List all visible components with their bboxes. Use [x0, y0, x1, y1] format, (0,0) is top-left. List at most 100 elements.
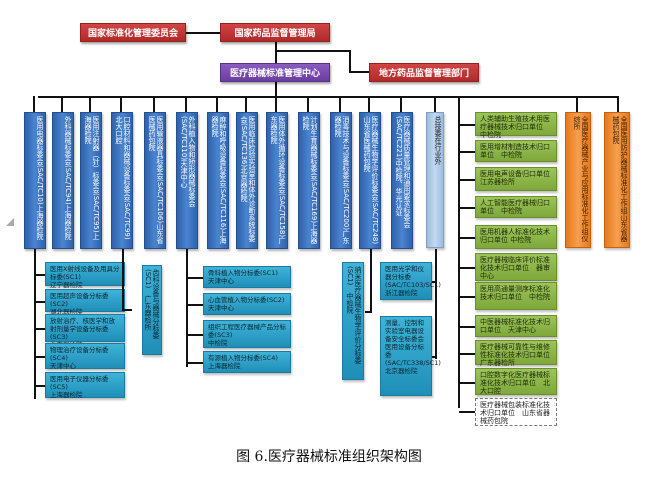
- connector: [459, 207, 475, 209]
- committee-name: 外科器械标委会(SAC/TC94): [64, 116, 72, 205]
- connector: [33, 96, 35, 112]
- subcommittee: 有源植入物分标委(SC4) 上海器检院: [203, 351, 291, 373]
- subcommittee: 医用X射线设备及用具分标委(SC1) 辽宁器检院: [45, 262, 125, 289]
- committee-box: 外科植入物和矫形器械标委会(SAC/TC110)天津中心: [176, 112, 198, 249]
- committee-box: 医疗器械质量管理和通用要求标委会(SAC/TC221)中检院、华光认证: [391, 112, 413, 249]
- committee-org: 上海器检院: [302, 116, 318, 245]
- connector: [185, 96, 187, 112]
- connector: [34, 356, 45, 358]
- subcommittee: 物理治疗设备分标委(SC4) 天津中心: [45, 343, 125, 370]
- connector: [186, 334, 203, 336]
- connector: [34, 385, 45, 387]
- connector: [576, 96, 578, 112]
- connector: [339, 96, 341, 112]
- subcommittee: 心血管植入物分标委(SC2) 天津中心: [203, 293, 291, 315]
- connector: [459, 411, 475, 413]
- connector: [368, 96, 370, 112]
- committee-name: 外科植入物和矫形器械标委会(SAC/TC110): [180, 116, 196, 207]
- committee-org: 上海器检院: [211, 116, 227, 245]
- connector: [34, 300, 45, 303]
- tech-unit: 医用增材制造技术归口单位 中检院: [475, 140, 557, 162]
- connector: [122, 309, 132, 311]
- connector: [120, 96, 122, 112]
- committee-org: 山东省医械药包院: [363, 116, 371, 172]
- committee-org: 上海器检院: [36, 204, 44, 240]
- committee-name: 医疗器械质量管理和通用要求标委会(SAC/TC221): [395, 116, 411, 228]
- connector: [370, 249, 372, 311]
- working-group-name: 全国医用防护器械标准化工作组: [620, 116, 628, 214]
- subcommittee: 测量、控制和实验室电器设备安全标委会医用设备分标委(SAC/TC338/SC1)…: [380, 316, 441, 396]
- committee-box: 消毒技术与设备标委会(SAC/TC200)广东器检院: [330, 112, 352, 249]
- connector: [216, 96, 218, 112]
- tech-unit: 口腔数字化医疗器械标准化技术归口单位 北大口腔: [475, 368, 557, 395]
- connector: [61, 96, 63, 112]
- committee-box: 外科器械标委会(SAC/TC94)上海器检院: [52, 112, 74, 249]
- committee-org: 天津中心: [180, 160, 188, 189]
- connector: [459, 296, 475, 298]
- scroll-left-arrow-icon[interactable]: [6, 218, 14, 226]
- connector: [459, 237, 475, 239]
- connector: [459, 124, 475, 126]
- connector: [186, 257, 188, 367]
- committee-box: 医用输液器具标委会(SAC/TC106)山东省医械药包院: [144, 112, 166, 249]
- working-group-org: 仪综所: [573, 116, 589, 242]
- connector: [186, 304, 203, 306]
- connector: [432, 356, 436, 358]
- connector: [153, 96, 155, 112]
- committee-org: 广东器检院: [270, 116, 286, 245]
- connector: [276, 50, 351, 52]
- connector: [275, 82, 277, 96]
- connector: [349, 71, 369, 73]
- tech-unit: 医用机器人标准化技术归口单位 中检院: [475, 225, 557, 249]
- connector: [349, 50, 351, 72]
- subcommittee: 放射治疗、核医学和放射剂量学设备分标委(SC3) 北京器检院: [45, 314, 125, 349]
- center-label: 医疗器械标准管理中心: [229, 69, 320, 79]
- committee-org: 上海器检院: [64, 204, 72, 240]
- committee-name: 麻醉和呼吸设备标委会(SAC/TC116): [219, 116, 227, 231]
- committee-box: 口腔材料和器械设备标委会(SAC/TC99)北大口腔: [111, 112, 133, 249]
- tech-unit: 医疗器械临床评价标准化技术归口单位 器审中心: [475, 253, 557, 281]
- working-group-1: 全国医用防护器械标准化工作组山东省器械药包院: [604, 112, 630, 248]
- committee-org: 上海器检院: [84, 116, 100, 240]
- connector: [186, 277, 203, 279]
- nmpa-label: 国家药品监督管理局: [234, 29, 316, 39]
- committee-org: 北京器检院: [240, 167, 248, 203]
- connector: [275, 96, 277, 112]
- subcommittee: 医用超声设备分标委(SC2) 湖北器检院: [45, 289, 125, 316]
- connector: [459, 151, 475, 153]
- connector: [186, 362, 203, 364]
- subcommittee: 纳米医疗器械生物学评价分标委(SC1) 中检院: [342, 262, 364, 380]
- connector: [186, 32, 220, 34]
- connector: [459, 267, 475, 269]
- tech-unit: 医疗器械可靠性与维修性标准化技术归口单位 广东器检所: [475, 340, 557, 367]
- committee-box: 医疗器械生物学评价标委会(SAC/TC248)山东省医械药包院: [359, 112, 381, 249]
- center-box: 医疗器械标准管理中心: [220, 63, 330, 82]
- committee-org: 中检院、华光认证: [395, 160, 403, 217]
- subcommittee: 齿科设备与器械分标委(SC1) 广东器检所: [142, 265, 162, 355]
- connector: [275, 42, 277, 64]
- committee-name: 口腔材料和器械设备标委会(SAC/TC99): [123, 116, 131, 240]
- committee-box: 医用电器标委会(SAC/TC10)上海器检院: [24, 112, 46, 249]
- connector: [459, 179, 475, 181]
- subcommittee: 组织工程医疗器械产品分标委(SC3) 中检院: [203, 320, 291, 348]
- connector: [245, 96, 247, 112]
- connector: [400, 96, 402, 112]
- committee-name: 医疗器械生物学评价标委会(SAC/TC248): [371, 116, 379, 245]
- committee-box: 计划生育器械标委会(SAC/TC169)上海器检院: [298, 112, 320, 249]
- working-group-org: 山东省器械药包院: [612, 116, 628, 242]
- connector: [122, 249, 124, 309]
- committee-name: 医用临床检验实验室和体外诊断系统标委会(SAC/TC136): [240, 116, 256, 242]
- connector: [458, 96, 460, 408]
- connector: [34, 249, 36, 257]
- connector: [38, 96, 618, 98]
- connector: [432, 281, 436, 283]
- connector: [89, 96, 91, 112]
- local-label: 地方药品监督管理部门: [378, 69, 469, 79]
- tech-unit: 人工智能医疗器械归口单位 中检院: [475, 196, 557, 218]
- committee-org: 广东器检院: [334, 116, 350, 245]
- tech-unit: 医用高通量测序标准化技术归口单位 中检院: [475, 282, 557, 310]
- committee-box: 医用临床检验实验室和体外诊断系统标委会(SAC/TC136)北京器检院: [236, 112, 258, 249]
- connector: [459, 326, 475, 328]
- tech-unit: 医用电声设备归口单位 江苏器检所: [475, 167, 557, 191]
- connector: [34, 328, 45, 330]
